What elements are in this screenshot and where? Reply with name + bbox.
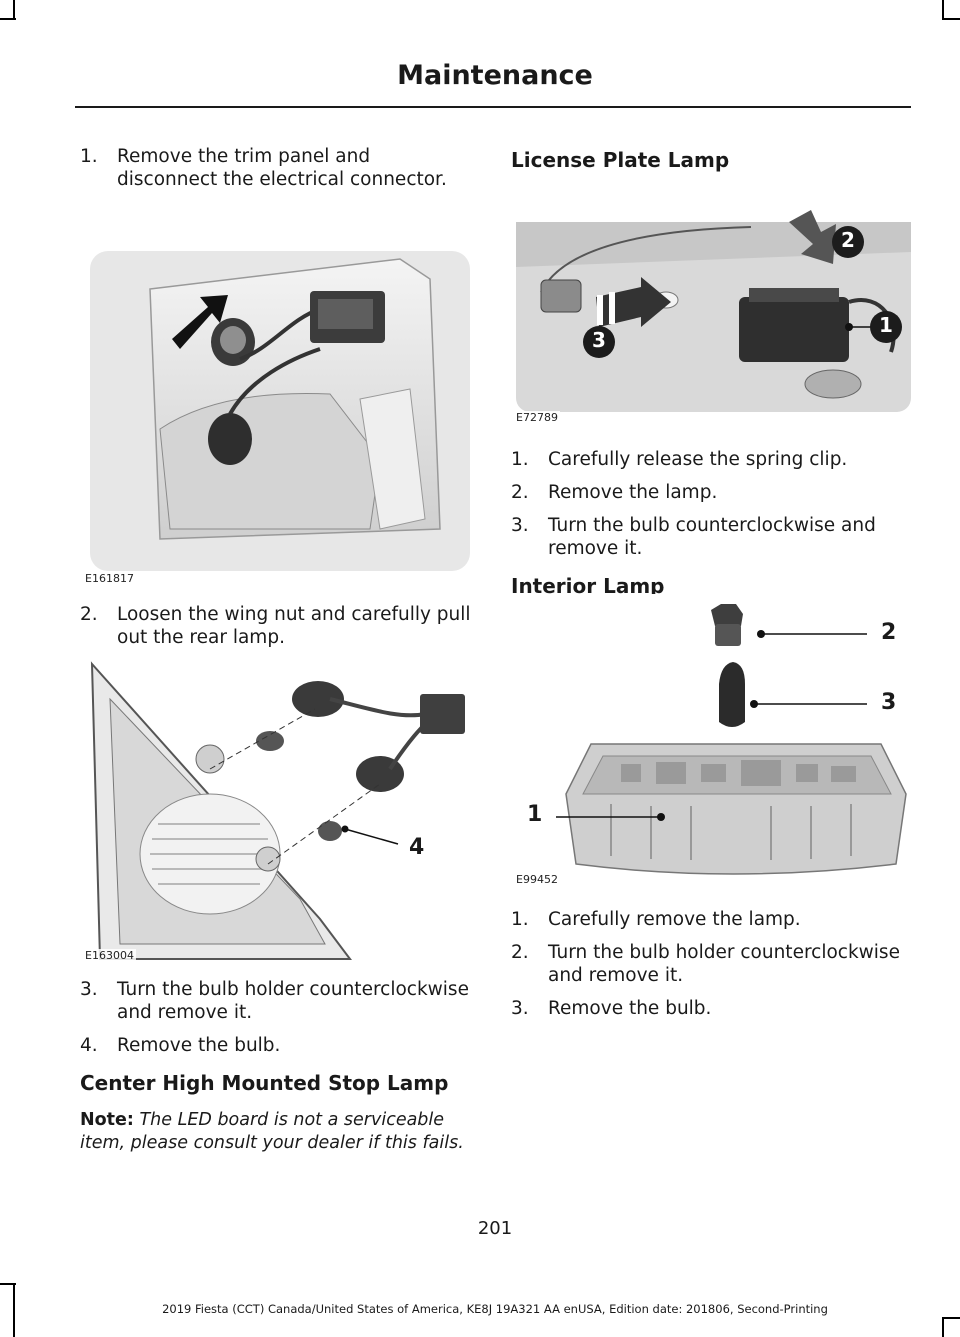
callout-number: 2: [841, 228, 855, 252]
list-item: 3. Remove the bulb.: [511, 997, 911, 1020]
step-number: 3.: [80, 979, 98, 1000]
list-item: 1. Carefully release the spring clip.: [511, 448, 911, 471]
list-item: 4. Remove the bulb.: [80, 1034, 476, 1057]
figure-code: E99452: [514, 873, 560, 886]
crop-mark: [13, 1283, 15, 1337]
callout-number: 4: [409, 835, 425, 860]
crop-mark: [0, 18, 16, 20]
callout-number: 3: [592, 328, 606, 352]
note-text: The LED board is not a serviceable item,…: [80, 1110, 464, 1153]
step-text: Carefully release the spring clip.: [548, 449, 848, 470]
list-item: 1. Remove the trim panel and disconnect …: [80, 145, 476, 191]
step-text: Turn the bulb holder counterclockwise an…: [117, 979, 469, 1023]
list-item: 3. Turn the bulb counterclockwise and re…: [511, 514, 911, 560]
step-list: 1. Carefully release the spring clip. 2.…: [511, 448, 911, 560]
list-item: 1. Carefully remove the lamp.: [511, 908, 911, 931]
note-label: Note:: [80, 1110, 134, 1130]
footer-text: 2019 Fiesta (CCT) Canada/United States o…: [162, 1302, 828, 1316]
step-text: Turn the bulb holder counterclockwise an…: [548, 942, 900, 986]
section-heading-chmsl: Center High Mounted Stop Lamp: [80, 1071, 449, 1095]
list-item: 2. Loosen the wing nut and carefully pul…: [80, 603, 476, 649]
crop-mark: [942, 1317, 944, 1337]
callout-number: 3: [881, 690, 897, 715]
callout-number: 1: [527, 802, 543, 827]
step-text: Turn the bulb counterclockwise and remov…: [548, 515, 876, 559]
list-item: 2. Remove the lamp.: [511, 481, 911, 504]
left-column: 1. Remove the trim panel and disconnect …: [80, 145, 476, 1155]
step-text: Carefully remove the lamp.: [548, 909, 801, 930]
list-item: 3. Turn the bulb holder counterclockwise…: [80, 978, 476, 1024]
figure-license-plate-lamp: 1 2 3 E72789: [511, 192, 911, 424]
step-text: Remove the bulb.: [117, 1035, 281, 1056]
step-text: Remove the lamp.: [548, 482, 718, 503]
step-number: 3.: [511, 515, 529, 536]
rear-lamp-illustration: [80, 659, 476, 962]
crop-mark: [944, 1317, 960, 1319]
crop-mark: [944, 18, 960, 20]
note: Note: The LED board is not a serviceable…: [80, 1109, 476, 1155]
page-number: 201: [477, 1218, 513, 1239]
figure-code: E161817: [83, 572, 136, 585]
figure-trim-panel: E161817: [80, 199, 476, 585]
step-number: 1.: [511, 909, 529, 930]
step-text: Remove the trim panel and disconnect the…: [117, 146, 447, 190]
step-list: 1. Carefully remove the lamp. 2. Turn th…: [511, 908, 911, 1020]
figure-code: E72789: [514, 411, 560, 424]
interior-lamp-illustration: [511, 594, 911, 886]
step-number: 1.: [511, 449, 529, 470]
step-number: 2.: [511, 942, 529, 963]
step-number: 4.: [80, 1035, 98, 1056]
section-heading-license-plate-lamp: License Plate Lamp: [511, 148, 730, 172]
step-number: 2.: [80, 604, 98, 625]
figure-interior-lamp: 1 2 3 E99452: [511, 594, 911, 886]
page-title: Maintenance: [397, 60, 593, 91]
step-list: 2. Loosen the wing nut and carefully pul…: [80, 603, 476, 649]
step-number: 3.: [511, 998, 529, 1019]
figure-code: E163004: [83, 949, 136, 962]
step-list: 1. Remove the trim panel and disconnect …: [80, 145, 476, 191]
step-text: Loosen the wing nut and carefully pull o…: [117, 604, 471, 648]
step-list: 3. Turn the bulb holder counterclockwise…: [80, 978, 476, 1057]
callout-number: 2: [881, 620, 897, 645]
crop-mark: [13, 0, 15, 20]
step-number: 1.: [80, 146, 98, 167]
header-rule: [75, 106, 911, 108]
crop-mark: [0, 1283, 16, 1285]
step-number: 2.: [511, 482, 529, 503]
step-text: Remove the bulb.: [548, 998, 712, 1019]
list-item: 2. Turn the bulb holder counterclockwise…: [511, 941, 911, 987]
trim-panel-illustration: [80, 199, 476, 585]
callout-number: 1: [879, 313, 893, 337]
license-plate-lamp-illustration: [511, 192, 911, 424]
figure-rear-lamp: 4 E163004: [80, 659, 476, 962]
crop-mark: [942, 0, 944, 20]
right-column: License Plate Lamp 1 2 3 E72789: [511, 145, 911, 1030]
